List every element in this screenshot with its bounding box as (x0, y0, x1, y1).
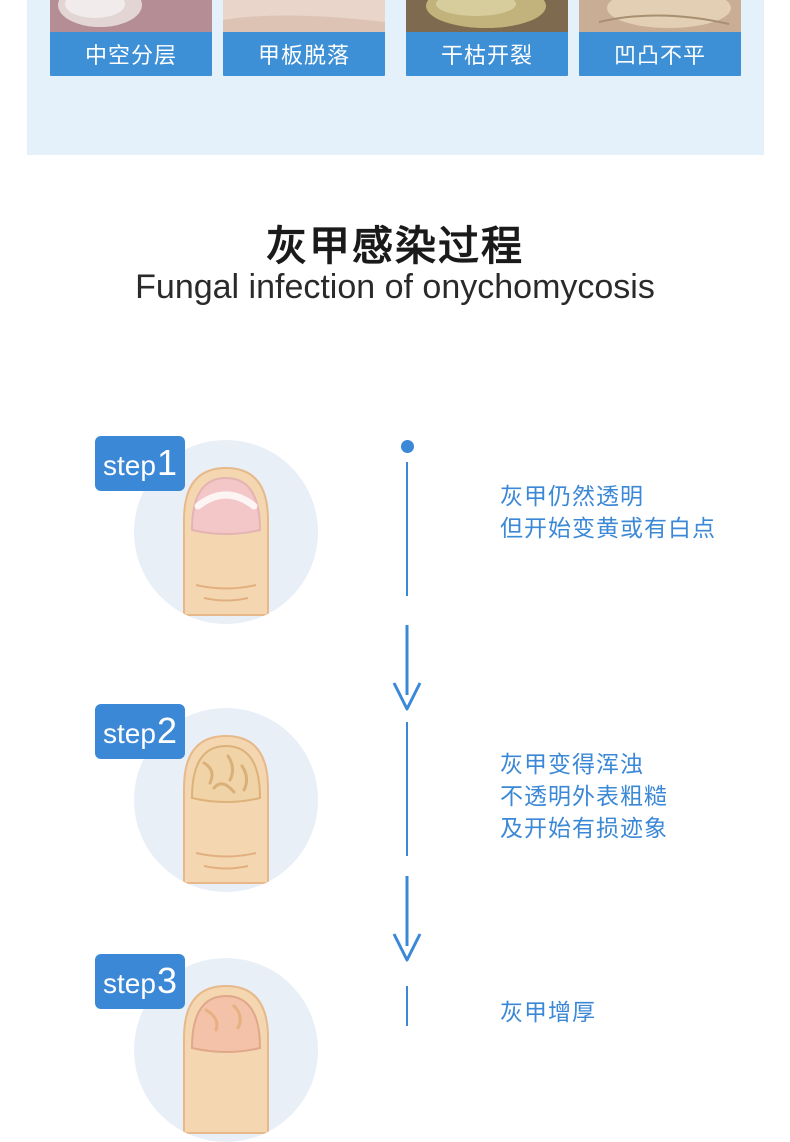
step-1-description: 灰甲仍然透明 但开始变黄或有白点 (500, 481, 716, 545)
symptom-card-4: 凹凸不平 (579, 0, 741, 76)
description-line: 但开始变黄或有白点 (500, 516, 716, 542)
step-word: step (103, 968, 156, 999)
section-subtitle: Fungal infection of onychomycosis (135, 268, 655, 306)
description-line: 及开始有损迹象 (500, 816, 668, 842)
nail-photo (579, 0, 741, 34)
description-line: 灰甲增厚 (500, 1000, 596, 1026)
timeline-line (406, 462, 408, 596)
nail-photo (50, 0, 212, 34)
step-number: 2 (156, 710, 177, 751)
nail-photo (223, 0, 385, 34)
symptom-label: 中空分层 (50, 32, 212, 76)
step-word: step (103, 718, 156, 749)
timeline-line (406, 986, 408, 1026)
fingernail-illustration-icon (183, 466, 269, 616)
step-number: 1 (156, 442, 177, 483)
step-word: step (103, 450, 156, 481)
section-title: 灰甲感染过程 (266, 222, 524, 270)
fingernail-illustration-icon (183, 734, 269, 884)
timeline-start-dot (401, 440, 414, 453)
arrow-down-icon (392, 625, 422, 711)
symptom-label: 甲板脱落 (223, 32, 385, 76)
symptom-label: 干枯开裂 (406, 32, 568, 76)
nail-photo (406, 0, 568, 34)
description-line: 灰甲变得浑浊 (500, 752, 644, 778)
step-1-illustration (134, 440, 318, 624)
symptom-panel: 中空分层 甲板脱落 干枯开裂 凹凸不平 (27, 0, 764, 155)
symptom-card-2: 甲板脱落 (223, 0, 385, 76)
symptom-card-1: 中空分层 (50, 0, 212, 76)
symptom-label: 凹凸不平 (579, 32, 741, 76)
step-2-description: 灰甲变得浑浊 不透明外表粗糙 及开始有损迹象 (500, 749, 668, 845)
timeline-line (406, 722, 408, 856)
step-3-description: 灰甲增厚 (500, 997, 596, 1029)
description-line: 不透明外表粗糙 (500, 784, 668, 810)
symptom-card-3: 干枯开裂 (406, 0, 568, 76)
description-line: 灰甲仍然透明 (500, 484, 644, 510)
step-2-illustration (134, 708, 318, 892)
step-number: 3 (156, 960, 177, 1001)
arrow-down-icon (392, 876, 422, 962)
